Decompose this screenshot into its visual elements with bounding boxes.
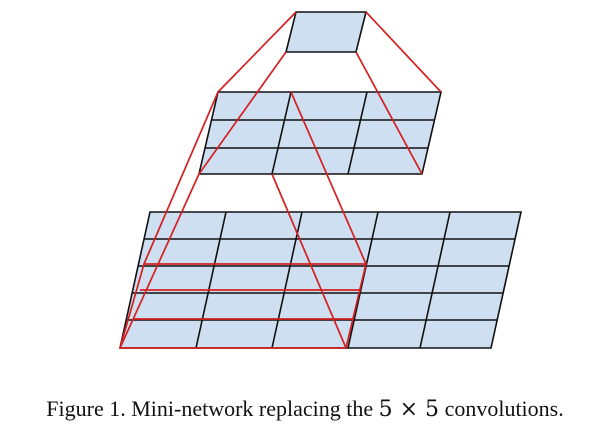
top-to-middle-right — [365, 11, 442, 93]
bottom-to-middle-right — [355, 51, 423, 175]
top-to-middle-left — [217, 11, 297, 93]
cell-to-input-bottomleft — [119, 173, 200, 349]
layer-middle — [197, 91, 443, 175]
receptive-field-lines — [118, 11, 442, 349]
input-grid — [119, 211, 522, 349]
layer-output — [284, 11, 368, 53]
caption-prefix: Figure 1. Mini-network replacing the — [46, 396, 379, 421]
cell-to-input-topleft — [143, 91, 219, 265]
layer-input — [119, 211, 522, 349]
cell-to-input-topright — [290, 91, 367, 265]
output-cell — [284, 11, 368, 53]
caption-suffix: convolutions. — [439, 396, 564, 421]
caption-math: 5 × 5 — [378, 397, 440, 422]
bottom-to-middle-left — [198, 51, 287, 175]
figure-caption: Figure 1. Mini-network replacing the 5 ×… — [0, 396, 610, 422]
middle-grid — [197, 91, 443, 175]
receptive-field-5x5 — [118, 263, 368, 349]
